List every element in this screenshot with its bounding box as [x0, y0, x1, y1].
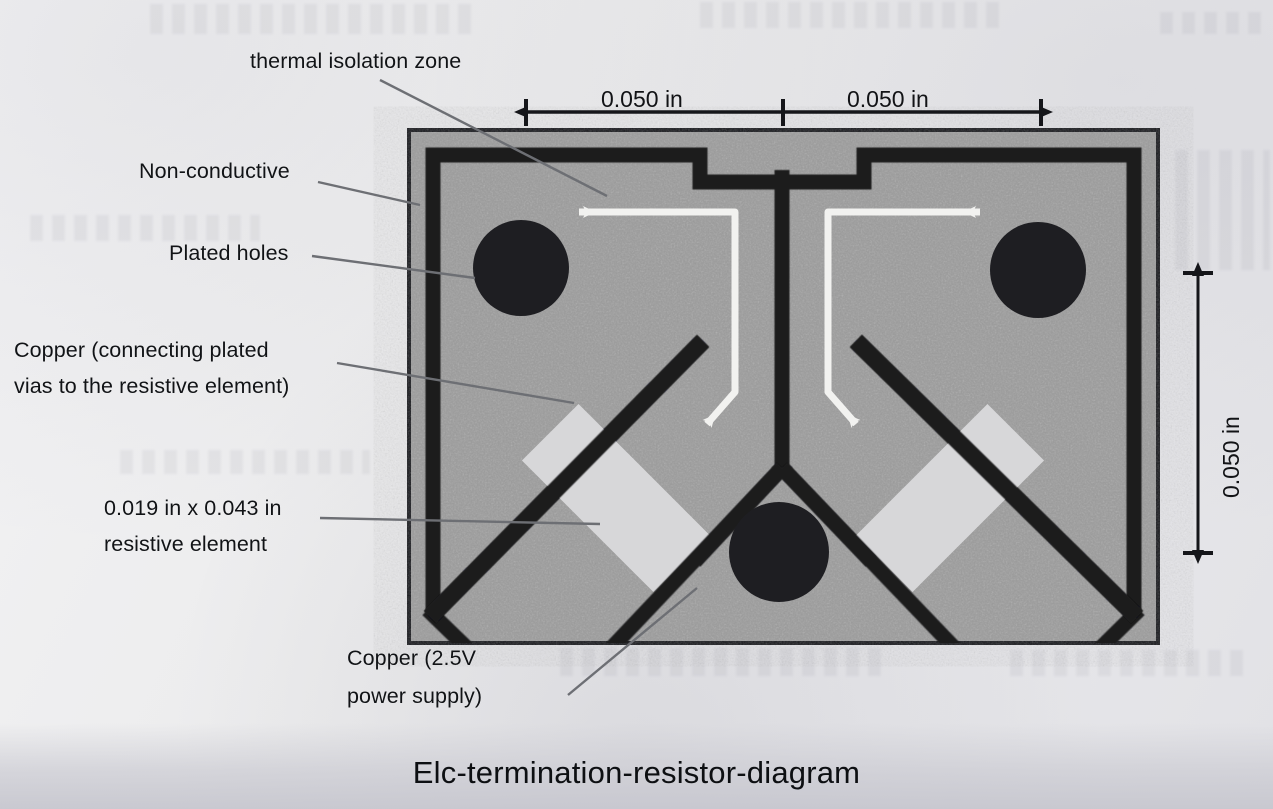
- leader-non-conductive: [317, 180, 421, 207]
- dimension-lines: [514, 99, 1213, 564]
- leader-resistive-element: [319, 516, 601, 526]
- page-bottom-shading: [0, 723, 1273, 809]
- leader-copper-vias: [336, 361, 575, 405]
- dimension-right-vertical: 0.050 in: [1218, 416, 1244, 498]
- plated-hole-upper-right: [990, 222, 1086, 318]
- leader-plated-holes: [311, 254, 476, 280]
- label-plated-holes: Plated holes: [169, 241, 289, 265]
- pcb-board: [407, 128, 1160, 645]
- right-resistive-element: [855, 403, 1045, 593]
- label-resistive-element-line2: resistive element: [104, 532, 268, 556]
- leader-lines: [311, 78, 698, 696]
- leader-thermal-isolation-zone: [379, 78, 608, 198]
- label-thermal-isolation-zone: thermal isolation zone: [250, 49, 462, 73]
- figure-caption: Elc-termination-resistor-diagram: [412, 755, 861, 790]
- dimension-top-right: 0.050 in: [847, 86, 929, 112]
- label-copper-power-supply-line1: Copper (2.5V: [347, 646, 477, 670]
- label-copper-vias-line1: Copper (connecting plated: [14, 338, 269, 362]
- label-copper-power-supply-line2: power supply): [347, 684, 483, 708]
- plated-holes: [473, 220, 1086, 602]
- plated-hole-lower-center: [729, 502, 829, 602]
- label-copper-vias-line2: vias to the resistive element): [14, 374, 290, 398]
- plated-hole-upper-left: [473, 220, 569, 316]
- label-non-conductive: Non-conductive: [139, 159, 290, 183]
- resistive-elements: [521, 403, 1045, 593]
- current-flow-arrows: [579, 206, 980, 428]
- copper-via-traces-overlay: [423, 334, 1143, 643]
- leader-copper-power-supply: [567, 587, 698, 696]
- dimension-top-left: 0.050 in: [601, 86, 683, 112]
- left-resistive-element: [521, 403, 711, 593]
- label-resistive-element-line1: 0.019 in x 0.043 in: [104, 496, 282, 520]
